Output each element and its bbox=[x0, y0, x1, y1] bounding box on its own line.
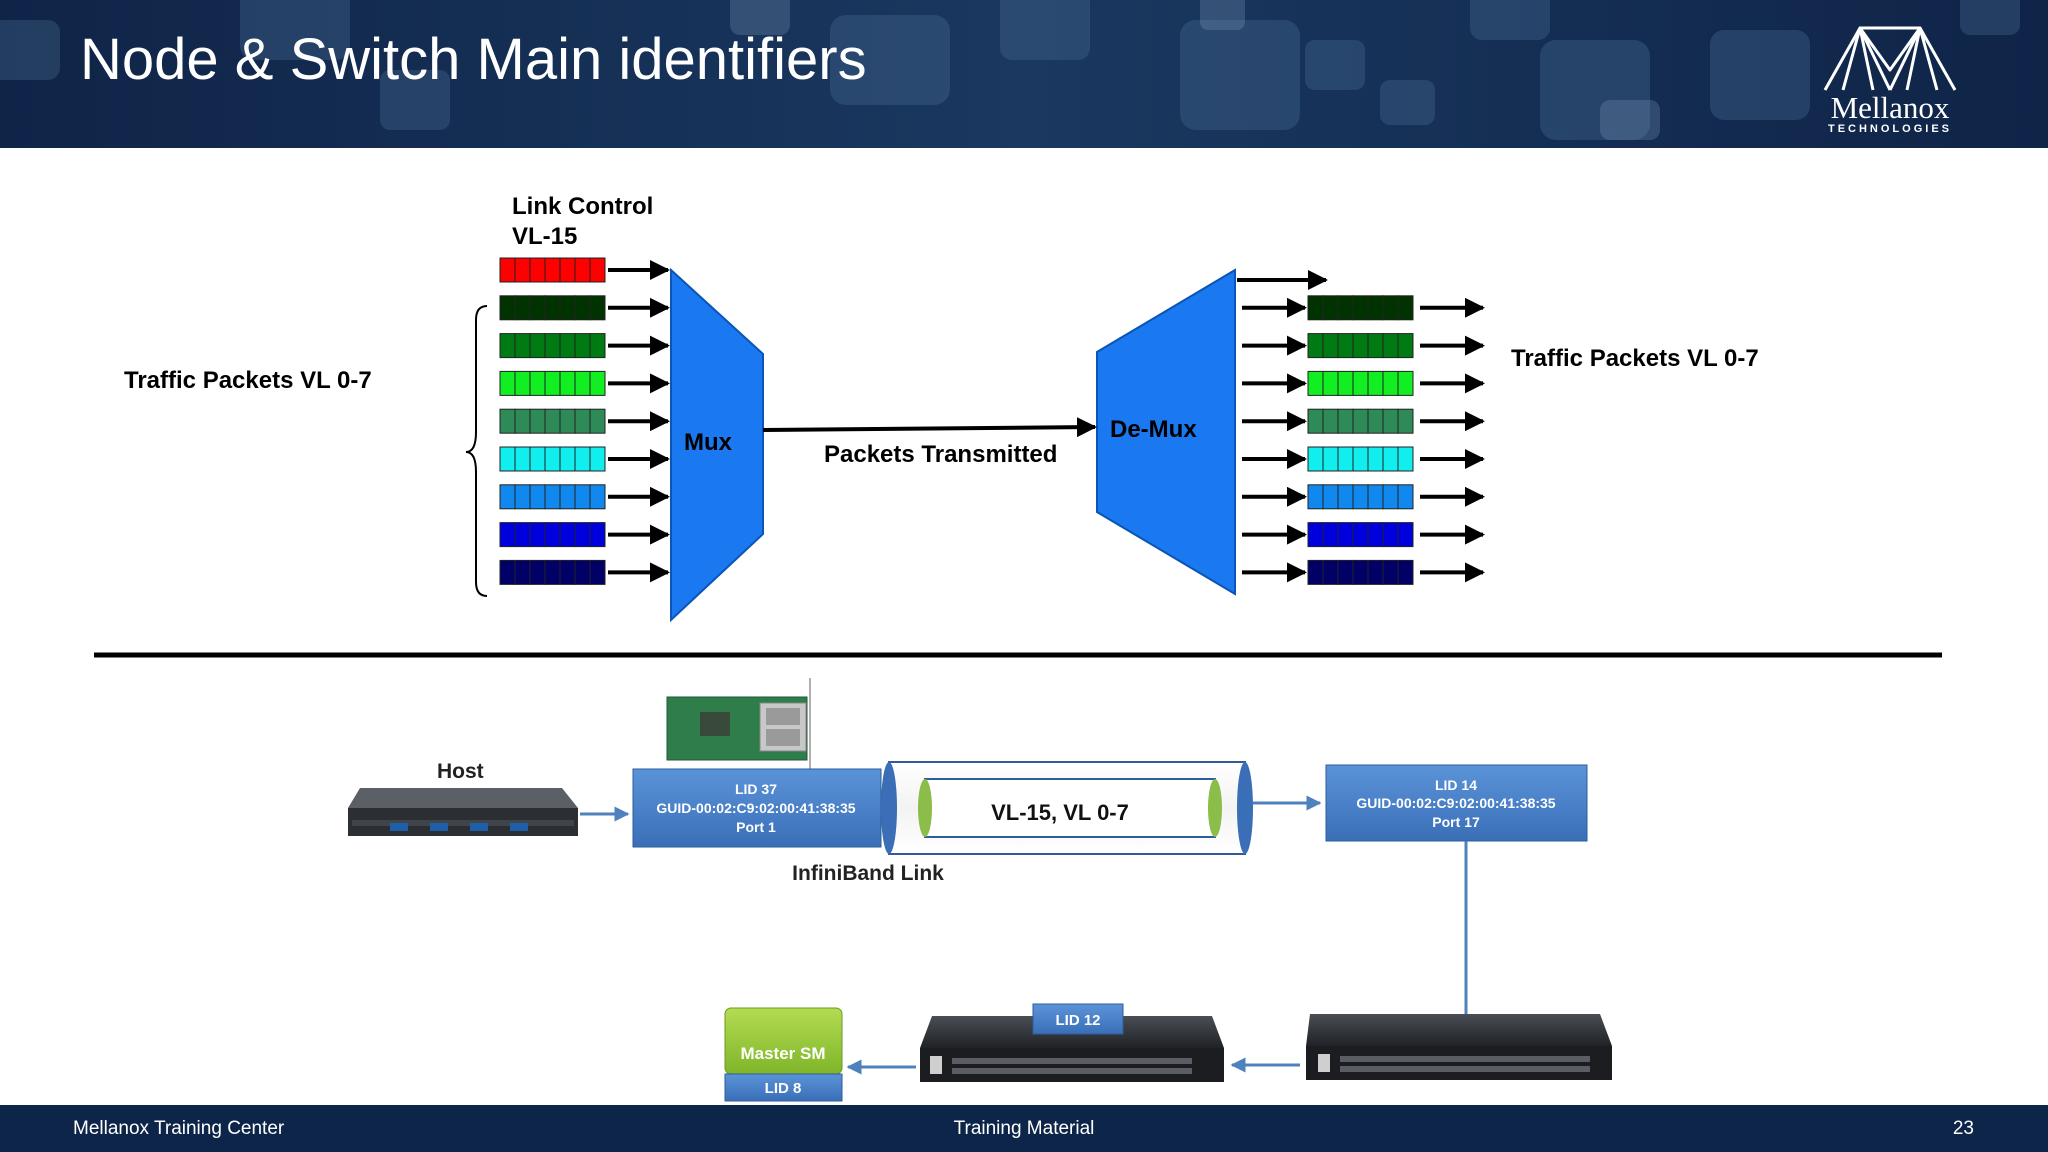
slide-title: Node & Switch Main identifiers bbox=[80, 27, 867, 92]
mellanox-logo: Mellanox TECHNOLOGIES bbox=[1815, 20, 1965, 135]
vl-queue-left-7 bbox=[499, 522, 606, 548]
master-sm-lid: LID 8 bbox=[765, 1080, 802, 1097]
vl-queue-right-7 bbox=[1307, 522, 1414, 548]
header-background bbox=[0, 0, 2048, 148]
traffic-brace bbox=[465, 305, 488, 597]
vl-queue-right-5 bbox=[1307, 446, 1414, 472]
switch-guid: GUID-00:02:C9:02:00:41:38:35 bbox=[1356, 795, 1555, 811]
hca-port: Port 1 bbox=[736, 819, 776, 835]
switch-mid-lid: LID 12 bbox=[1055, 1012, 1100, 1029]
traffic-packets-right-label: Traffic Packets VL 0-7 bbox=[1511, 345, 1759, 372]
vl-queue-right-4 bbox=[1307, 408, 1414, 434]
logo-name: Mellanox bbox=[1830, 90, 1950, 125]
hca-info-box bbox=[632, 768, 882, 848]
master-sm-box bbox=[724, 1007, 843, 1075]
vl-queue-left-0 bbox=[499, 257, 606, 283]
switch-port-info-box bbox=[1325, 764, 1588, 842]
mellanox-logo-icon bbox=[1823, 26, 1957, 91]
vl-queue-right-8 bbox=[1307, 559, 1414, 585]
traffic-packets-left-label: Traffic Packets VL 0-7 bbox=[124, 367, 372, 394]
vl-queue-right-6 bbox=[1307, 484, 1414, 510]
host-label: Host bbox=[437, 760, 484, 783]
vl-queue-left-8 bbox=[499, 559, 606, 585]
hca-lid: LID 37 bbox=[735, 781, 777, 797]
switch-lid: LID 14 bbox=[1435, 777, 1477, 793]
vl-queue-right-2 bbox=[1307, 333, 1414, 359]
vl-queue-left-2 bbox=[499, 333, 606, 359]
page-number: 23 bbox=[1952, 1118, 1974, 1139]
host-server bbox=[348, 788, 578, 836]
footer-org: Mellanox Training Center bbox=[73, 1118, 285, 1139]
switch-right bbox=[1306, 1014, 1612, 1080]
vl-queue-left-1 bbox=[499, 295, 606, 321]
infiniband-link-tube bbox=[881, 761, 1253, 855]
packets-transmitted-label: Packets Transmitted bbox=[824, 441, 1057, 468]
vl-queue-left-3 bbox=[499, 370, 606, 396]
slide-header: Node & Switch Main identifiers Mellanox … bbox=[0, 0, 2048, 148]
link-control-label: Link Control bbox=[512, 193, 653, 220]
link-vl-label: VL-15, VL 0-7 bbox=[991, 800, 1129, 825]
vl-queues-right bbox=[1242, 295, 1485, 585]
demux-label: De-Mux bbox=[1110, 416, 1197, 443]
infiniband-link-label: InfiniBand Link bbox=[792, 862, 944, 885]
master-sm-lid-box bbox=[724, 1073, 843, 1102]
vl-queue-right-1 bbox=[1307, 295, 1414, 321]
master-sm-label: Master SM bbox=[740, 1044, 825, 1063]
demux-block bbox=[1096, 268, 1236, 596]
switch-port: Port 17 bbox=[1432, 814, 1480, 830]
vl-queue-left-6 bbox=[499, 484, 606, 510]
hca-card bbox=[666, 678, 811, 800]
vl-queues-left bbox=[499, 257, 670, 585]
vl-queue-left-5 bbox=[499, 446, 606, 472]
vl-queue-right-3 bbox=[1307, 370, 1414, 396]
vl15-label: VL-15 bbox=[512, 223, 577, 250]
slide-footer: Mellanox Training Center Training Materi… bbox=[0, 1105, 2048, 1152]
switch-mid-lid-box bbox=[1032, 1003, 1124, 1035]
mux-block bbox=[670, 267, 764, 623]
vl-queue-left-4 bbox=[499, 408, 606, 434]
mux-label: Mux bbox=[684, 429, 733, 456]
transmission-arrow bbox=[762, 417, 1097, 438]
footer-center-text: Training Material bbox=[953, 1118, 1095, 1139]
logo-subtitle: TECHNOLOGIES bbox=[1827, 123, 1952, 135]
hca-guid: GUID-00:02:C9:02:00:41:38:35 bbox=[656, 800, 855, 816]
